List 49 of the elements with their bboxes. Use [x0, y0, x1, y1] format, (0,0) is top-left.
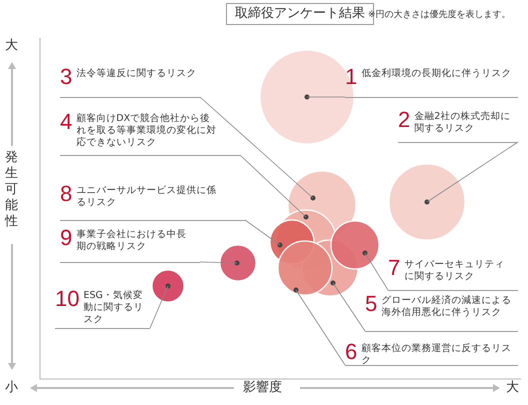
callout-number: 10 [55, 287, 80, 311]
callout-label [345, 340, 518, 366]
risk-bubble [259, 49, 355, 145]
risk-description: サイバーセキュリティに関するリスク [404, 258, 504, 283]
axis-label: 大 [5, 38, 18, 53]
leader-line [200, 262, 238, 264]
risk-description: 金融2社の株式売却に関するリスク [414, 110, 512, 135]
leader-line [244, 220, 280, 246]
leader-line [364, 252, 388, 290]
risk-description: 顧客向けDXで競合他社から後れを取る等事業環境の変化に対応できないリスク [76, 112, 216, 149]
leader-line [306, 96, 346, 98]
risk-description: グローバル経済の減速による海外信用悪化に伴うリスク [381, 294, 512, 319]
risk-bubble [277, 240, 333, 296]
axis-label: 発生可能性 [5, 150, 18, 230]
callout-number: 5 [365, 292, 378, 316]
leader-line [426, 142, 518, 202]
callout-number: 8 [60, 182, 72, 206]
callout-number: 2 [398, 108, 410, 132]
axis-label: 大 [506, 380, 519, 395]
callout-number: 7 [388, 256, 400, 280]
axis-label: 小 [5, 380, 18, 395]
leader-line [200, 96, 314, 198]
risk-description: 顧客本位の業務運営に反するリスク [361, 342, 512, 367]
risk-bubble [151, 269, 185, 303]
risk-description: ユニバーサルサービス提供に係るリスク [76, 184, 216, 209]
risk-description: 低金利環境の長期化に伴うリスク [361, 67, 512, 80]
leader-line [150, 286, 168, 328]
risk-description: 事業子会社における中長期の戦略リスク [76, 228, 186, 253]
callout-label [60, 226, 200, 263]
callout-label [398, 108, 518, 143]
risk-description: 法令等違反に関するリスク [76, 67, 196, 80]
callout-label [60, 110, 240, 156]
risk-bubble [330, 220, 380, 270]
callout-number: 1 [345, 65, 358, 89]
risk-bubble [388, 163, 466, 241]
risk-bubble [219, 244, 257, 282]
leader-line [296, 290, 346, 366]
callout-number: 4 [60, 110, 72, 134]
callout-label [55, 287, 150, 329]
callout-label [60, 65, 200, 98]
callout-label [60, 182, 245, 221]
callout-label [365, 292, 518, 332]
callout-number: 3 [60, 65, 72, 89]
callout-number: 9 [60, 226, 72, 250]
risk-description: ESG・気候変動に関するリスク [83, 289, 144, 326]
axis-label: 影響度 [243, 380, 282, 395]
callout-number: 6 [345, 340, 358, 364]
leader-line [332, 282, 366, 332]
leader-line [240, 154, 306, 218]
